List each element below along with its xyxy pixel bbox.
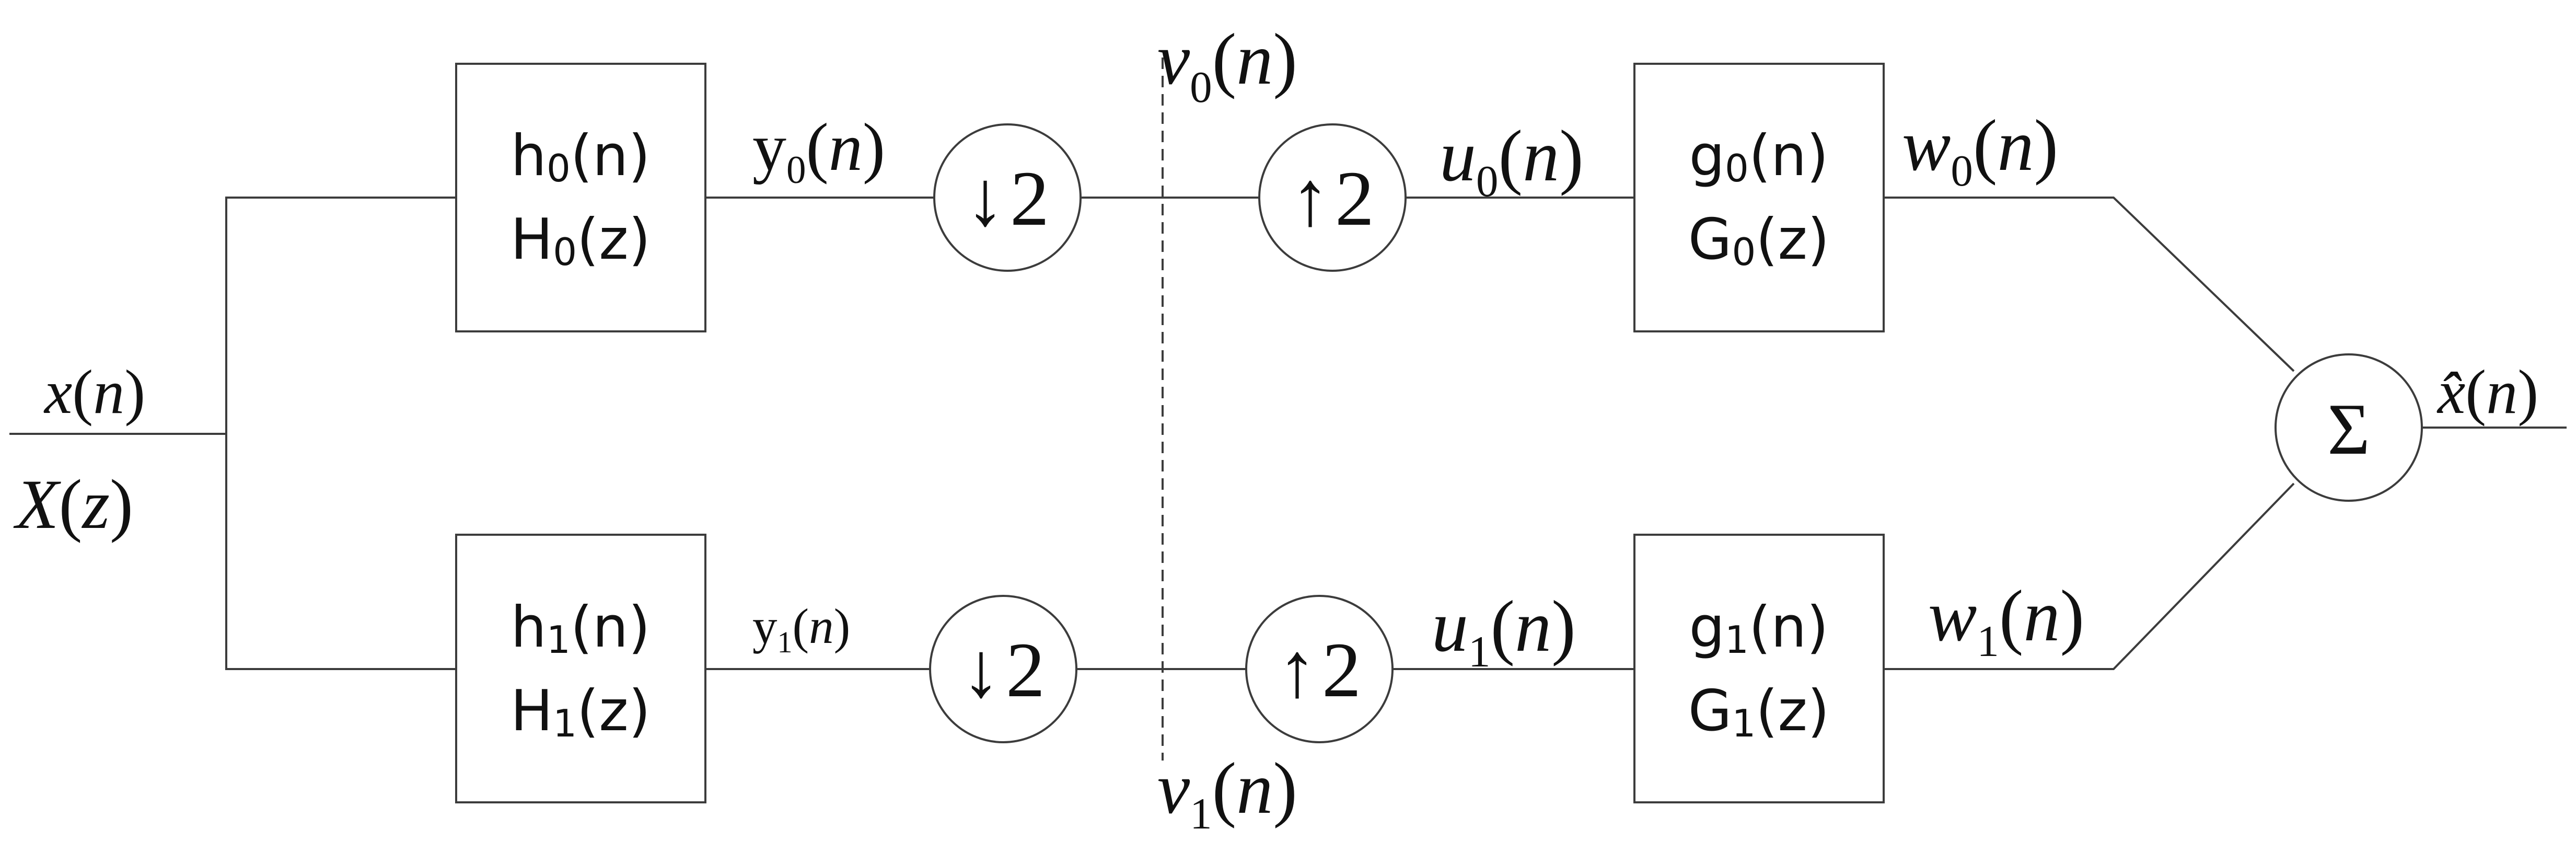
upsampler-node [1258,123,1407,272]
transfer-function-label: H0(z) [510,207,651,274]
downsampler-node [933,123,1082,272]
y1-label: y1(n) [752,598,850,659]
v1-label: v1(n) [1157,748,1297,838]
downsampler-node [929,595,1077,743]
analysis-filter-h1: h1(n) H1(z) [455,534,706,803]
output-label: x̂(n) [2436,357,2538,427]
analysis-filter-box [455,534,706,803]
upsampler-1: ↑2 [1245,595,1394,743]
down-arrow-icon: ↓ [961,627,1001,713]
input-time-label: x(n) [43,357,145,427]
synthesis-filter-box [1633,63,1885,332]
analysis-filter-h0: h0(n) H0(z) [455,63,706,332]
synthesis-filter-g0: g0(n) G0(z) [1633,63,1885,332]
upsample-label: ↑2 [1291,155,1374,242]
sigma-icon: Σ [2327,389,2370,470]
synthesis-filter-box [1633,534,1885,803]
downsample-label: ↓2 [961,627,1045,713]
u0-label: u0(n) [1440,116,1584,206]
down-arrow-icon: ↓ [966,155,1005,242]
wire-g0-sum [1884,197,2295,372]
w1-label: w1(n) [1928,575,2084,666]
impulse-response-label: h0(n) [511,123,651,190]
transfer-function-label: G0(z) [1688,207,1829,274]
transfer-function-label: G1(z) [1688,678,1829,745]
summation-node: Σ [2275,353,2423,502]
downsampler-0: ↓2 [933,123,1082,272]
downsample-label: ↓2 [966,155,1049,242]
analysis-filter-box [455,63,706,332]
impulse-response-label: g1(n) [1689,595,1828,662]
upsample-label: ↑2 [1278,627,1361,713]
transfer-function-label: H1(z) [510,678,651,745]
y0-label: y0(n) [752,110,885,192]
w0-label: w0(n) [1902,105,2058,195]
upsampler-0: ↑2 [1258,123,1407,272]
synthesis-filter-g1: g1(n) G1(z) [1633,534,1885,803]
up-arrow-icon: ↑ [1278,627,1317,713]
upsampler-node [1245,595,1394,743]
wire-g1-sum [1884,482,2295,670]
summer-circle [2275,353,2423,502]
v0-label: v0(n) [1157,19,1297,112]
up-arrow-icon: ↑ [1291,155,1330,242]
impulse-response-label: h1(n) [511,595,651,662]
impulse-response-label: g0(n) [1689,123,1828,190]
split-wire [225,197,456,670]
u1-label: u1(n) [1432,586,1576,676]
downsampler-1: ↓2 [929,595,1077,743]
input-frequency-label: X(z) [13,466,133,544]
connection-wires [9,57,2567,761]
